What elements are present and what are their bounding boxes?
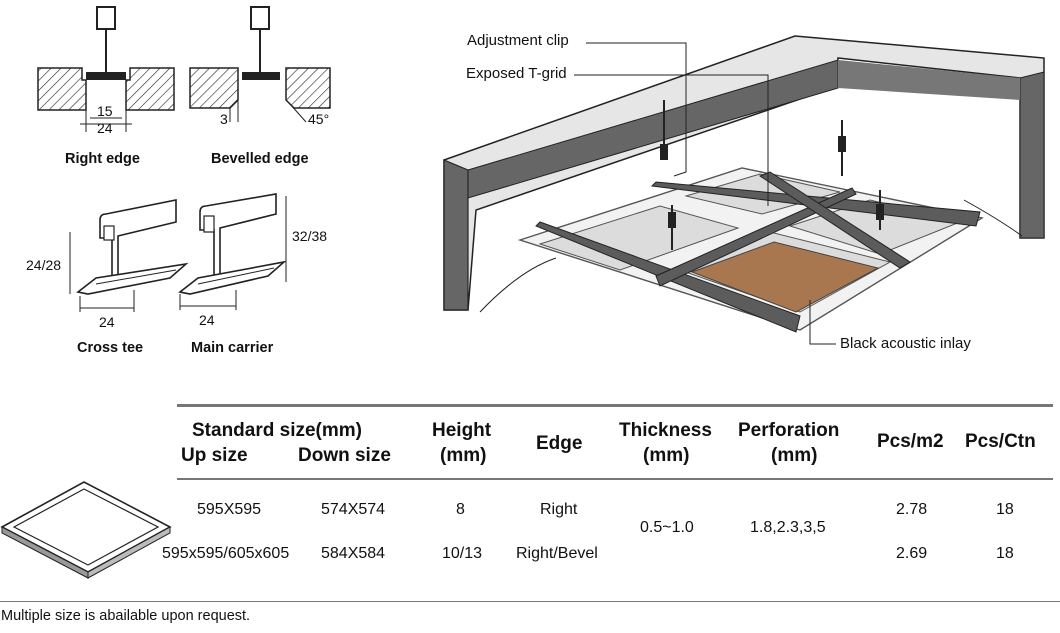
perforation-value: 1.8,2.3,3,5 <box>750 519 826 536</box>
row2-down-size: 584X584 <box>321 545 386 562</box>
header-height-unit: (mm) <box>440 445 487 466</box>
thickness-value: 0.5~1.0 <box>640 519 694 536</box>
main-carrier-dim-height: 32/38 <box>292 228 328 244</box>
right-edge-dim-inner: 15 <box>97 103 113 119</box>
bevelled-edge-drawing <box>189 6 331 123</box>
ceiling-tile-sketch <box>0 481 172 579</box>
adjustment-clip-label: Adjustment clip <box>467 32 569 49</box>
row1-down-size: 574X574 <box>321 501 386 518</box>
header-down-size: Down size <box>298 445 391 466</box>
row2-pcs-ctn: 18 <box>996 545 1014 562</box>
row2-pcs-m2: 2.69 <box>896 545 928 562</box>
header-height: Height <box>432 420 492 441</box>
main-carrier-dim-width: 24 <box>199 312 215 328</box>
row1-pcs-m2: 2.78 <box>896 501 928 518</box>
bevelled-edge-caption: Bevelled edge <box>211 151 309 167</box>
header-pcs-ctn: Pcs/Ctn <box>965 431 1036 452</box>
header-edge: Edge <box>536 433 583 454</box>
footnote: Multiple size is abailable upon request. <box>1 608 251 624</box>
table-top-rule <box>177 404 1053 407</box>
right-edge-dim-outer: 24 <box>97 120 113 136</box>
row1-up-size: 595X595 <box>197 501 262 518</box>
header-thickness: Thickness <box>619 420 712 441</box>
header-up-size: Up size <box>181 445 248 466</box>
table-header-rule <box>177 478 1053 480</box>
header-pcs-m2: Pcs/m2 <box>877 431 944 452</box>
header-perforation-unit: (mm) <box>771 445 818 466</box>
row2-up-size: 595x595/605x605 <box>162 545 290 562</box>
ceiling-illustration <box>443 35 1045 345</box>
exposed-t-grid-label: Exposed T-grid <box>466 65 567 82</box>
header-perforation: Perforation <box>738 420 840 441</box>
cross-tee-drawing <box>69 199 189 312</box>
row1-pcs-ctn: 18 <box>996 501 1014 518</box>
row1-height: 8 <box>456 501 465 518</box>
acoustic-inlay-swatch <box>690 241 880 313</box>
main-carrier-caption: Main carrier <box>191 340 274 356</box>
header-thickness-unit: (mm) <box>643 445 690 466</box>
right-edge-drawing <box>37 6 175 132</box>
header-standard-size: Standard size(mm) <box>192 420 362 441</box>
bevelled-edge-dim-angle: 45° <box>308 111 330 127</box>
row2-edge: Right/Bevel <box>516 545 598 562</box>
black-acoustic-inlay-label: Black acoustic inlay <box>840 335 971 352</box>
row1-edge: Right <box>540 501 578 518</box>
cross-tee-dim-width: 24 <box>99 314 115 330</box>
row2-height: 10/13 <box>442 545 483 562</box>
cross-tee-dim-height: 24/28 <box>26 257 62 273</box>
main-carrier-drawing <box>178 193 287 310</box>
bevelled-edge-dim-step: 3 <box>220 111 228 127</box>
cross-tee-caption: Cross tee <box>77 340 144 356</box>
right-edge-caption: Right edge <box>65 151 140 167</box>
footnote-rule <box>0 601 1060 602</box>
